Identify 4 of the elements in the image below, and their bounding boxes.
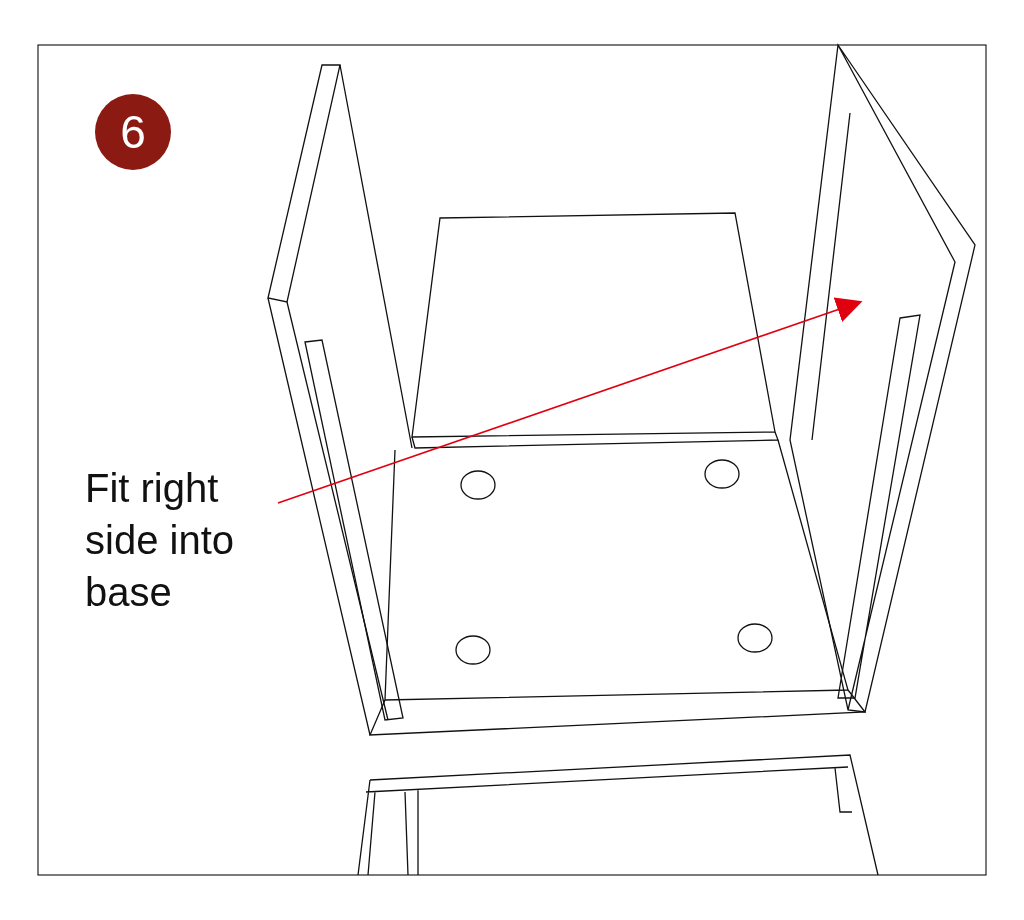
instruction-text: Fit right side into base bbox=[85, 462, 285, 618]
step-number-badge: 6 bbox=[95, 94, 171, 170]
side-panel-drawing bbox=[789, 44, 976, 713]
leader-arrow bbox=[277, 297, 863, 504]
